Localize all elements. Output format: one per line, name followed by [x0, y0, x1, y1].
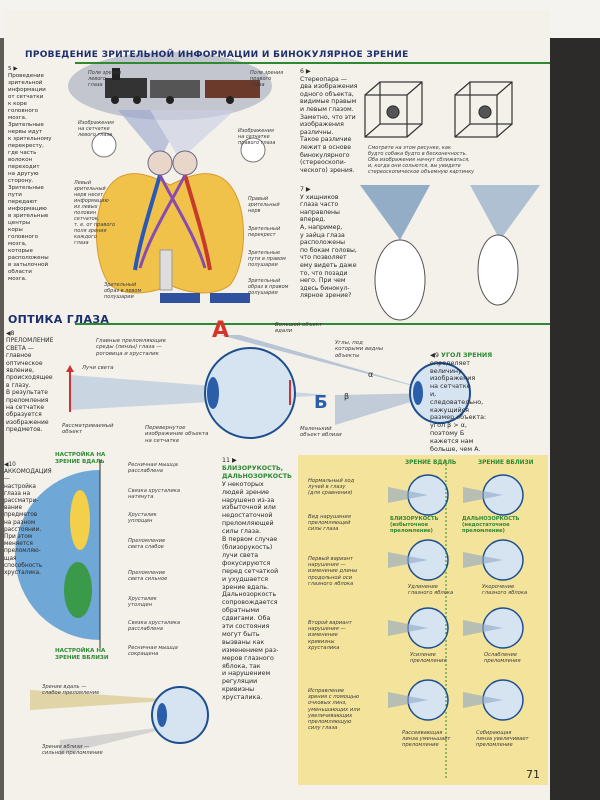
label-refraction-weak: Преломление света слабое — [128, 538, 166, 551]
table-shortening: Укорочение глазного яблока — [482, 584, 528, 597]
label-right-visual-field: Поле зрения правого глаза — [250, 70, 284, 88]
left-eyeball — [147, 150, 173, 176]
hare-number: 7 ▶ — [300, 186, 311, 193]
label-muscle-contracted: Ресничная мышца сокращена — [128, 645, 178, 658]
label-lens-thick: Хрусталик утолщен — [128, 596, 157, 609]
right-retina-inset — [240, 137, 266, 163]
left-retina-inset — [91, 132, 117, 158]
beta-symbol: β — [344, 392, 350, 401]
table-strengthening: Усиление преломления — [410, 652, 447, 665]
stereo-text: 6 ▶ Стереопара — два изображения одного … — [300, 68, 360, 174]
cat-illustration — [374, 239, 426, 321]
label-near-strong: Зрение вблизи — сильное преломление — [42, 744, 103, 757]
label-ligament-relaxed: Связка хрусталика расслаблена — [128, 620, 181, 633]
table-eyes — [407, 474, 524, 721]
brain-illustration — [96, 173, 244, 294]
myopia-number: 11 ▶ — [222, 457, 237, 464]
label-tune-near: НАСТРОЙКА НА ЗРЕНИЕ ВБЛИЗИ — [55, 648, 109, 661]
label-inverted-image: Перевернутое изображение объекта на сетч… — [145, 425, 209, 444]
hare-question-text: 7 ▶ У хищников глаза часто направлены вп… — [300, 186, 360, 300]
book-cover-edge — [550, 38, 600, 800]
stereo-number: 6 ▶ — [300, 68, 311, 75]
header-optics: ОПТИКА ГЛАЗА — [8, 313, 110, 326]
visual-field-cones — [118, 110, 235, 160]
table-hyperopia-title: ДАЛЬНОЗОРКОСТЬ (недостаточное преломлени… — [462, 516, 520, 535]
table-row-curvature: Второй вариант нарушения — изменение кри… — [308, 620, 352, 651]
label-left-visual-field: Поле зрения левого глаза — [88, 70, 122, 88]
label-refracting-media: Главные преломляющие среды (линзы) глаза… — [96, 338, 166, 357]
train-illustration — [68, 52, 272, 120]
label-object: Рассматриваемый объект — [62, 423, 114, 436]
far-near-eye-diagram — [30, 686, 209, 755]
accommodation-diagram — [15, 460, 101, 650]
table-col-far: ЗРЕНИЕ ВДАЛЬ — [405, 460, 457, 466]
myopia-text: 11 ▶ БЛИЗОРУКОСТЬ, ДАЛЬНОЗОРКОСТЬ У неко… — [222, 457, 298, 702]
angle-number: ◀9 — [430, 351, 439, 359]
table-row-disorder: Вид нарушения преломляющей силы глаза — [308, 514, 351, 533]
letter-a: А — [212, 318, 230, 343]
header-binocular: ПРОВЕДЕНИЕ ЗРИТЕЛЬНОЙ ИНФОРМАЦИИ И БИНОК… — [25, 50, 409, 60]
label-chiasm: Зрительный перекрест — [248, 226, 281, 238]
page-number: 71 — [526, 768, 540, 781]
table-row-axis: Первый вариант нарушения — изменение дли… — [308, 556, 358, 587]
right-eyeball — [172, 150, 198, 176]
stereo-body: Стереопара — два изображения одного объе… — [300, 75, 358, 174]
stereo-cube-left — [364, 81, 423, 138]
alpha-symbol: α — [368, 370, 374, 379]
angle-diagram — [220, 335, 471, 425]
label-left-image: Зрительный образ в левом полушарии — [104, 282, 142, 300]
refraction-diagram — [66, 347, 330, 439]
table-row-normal: Нормальный ход лучей в глазу (для сравне… — [308, 478, 355, 497]
label-tune-far: НАСТРОЙКА НА ЗРЕНИЕ ВДАЛЬ — [55, 452, 106, 465]
label-muscle-relaxed: Ресничная мышца расслаблена — [128, 462, 178, 475]
left-column-transmission-text: 5 ▶ Проведение зрительной информации от … — [8, 66, 52, 282]
label-right-image: Зрительный образ в правом полушарии — [248, 278, 289, 296]
label-small-object: Маленький объект вблизи — [300, 426, 342, 439]
table-elongation: Удлинение глазного яблока — [408, 584, 454, 597]
myopia-body: У некоторых людей зрение нарушено из-за … — [222, 480, 279, 702]
label-lens-flat: Хрусталик уплощен — [128, 512, 157, 525]
label-left-nerve: Левый зрительный нерв несет информацию и… — [74, 180, 116, 246]
label-left-retina: Изображения на сетчатке левого глаза — [78, 120, 114, 138]
myopia-title: БЛИЗОРУКОСТЬ, ДАЛЬНОЗОРКОСТЬ — [222, 464, 292, 480]
stereo-caption: Смотрите на этом рисунке, как будто соба… — [368, 145, 475, 175]
hare-body: У хищников глаза часто направлены вперед… — [300, 193, 357, 300]
table-row-correction: Исправление зрения с помощью очковых лин… — [308, 688, 360, 732]
label-light-rays: Лучи света — [82, 365, 114, 371]
table-col-near: ЗРЕНИЕ ВБЛИЗИ — [478, 460, 534, 466]
label-far-weak: Зрение вдаль — слабое преломление — [42, 684, 100, 697]
label-ligament-tense: Связка хрусталика натянута — [128, 488, 181, 501]
table-converging: Собирающая линза увеличивает преломление — [476, 730, 529, 749]
label-refraction-strong: Преломление света сильное — [128, 570, 168, 583]
predator-view-cone — [360, 185, 430, 240]
letter-b: Б — [314, 392, 328, 413]
hare-illustration — [477, 234, 519, 306]
label-angles: Углы, под которыми видны объекты — [335, 340, 384, 359]
angle-body: определяет величину изображения на сетча… — [430, 358, 487, 453]
label-right-nerve: Правый зрительный нерв — [248, 196, 280, 214]
optics-left-text: ◀8 ПРЕЛОМЛЕНИЕ СВЕТА — главное оптическо… — [6, 330, 54, 434]
label-big-object: Большой объект вдали — [275, 322, 323, 335]
angle-of-vision-text: ◀9 УГОЛ ЗРЕНИЯ определяет величину изобр… — [430, 351, 540, 453]
table-diverging: Рассеивающая линза уменьшает преломление — [402, 730, 451, 749]
accommodation-text: ◀10 АККОМОДАЦИЯ — настройка глаза на рас… — [4, 462, 52, 577]
table-rays — [388, 487, 503, 708]
table-myopia-title: БЛИЗОРУКОСТЬ (избыточное преломление) — [390, 516, 439, 535]
table-weakening: Ослабление преломления — [484, 652, 521, 665]
label-right-retina: Изображения на сетчатке правого глаза — [238, 128, 276, 146]
left-image-icon — [160, 293, 200, 303]
hare-view-cone — [470, 185, 540, 240]
right-image-icon — [210, 293, 250, 303]
stereo-cube-right — [454, 81, 513, 138]
label-optic-tract: Зрительные пути в правом полушарии — [248, 250, 286, 268]
angle-title: УГОЛ ЗРЕНИЯ — [441, 351, 493, 359]
